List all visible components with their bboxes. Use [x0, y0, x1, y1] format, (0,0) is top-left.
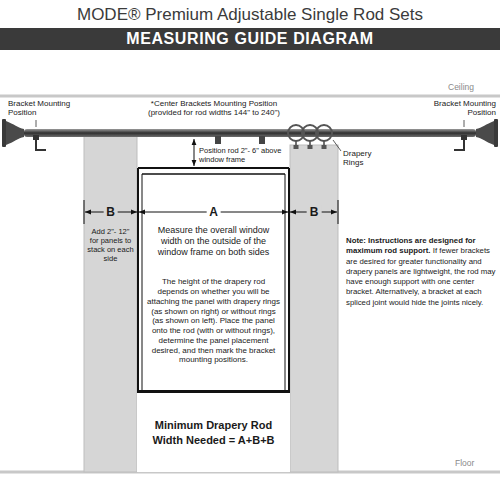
drapery-panel-zone: B Add 2"- 12" for panels to stack on each… [84, 131, 137, 472]
rod-end-right [454, 119, 498, 150]
dimension-tick [338, 200, 339, 224]
dimension-lines [84, 200, 338, 224]
rod-end-left [2, 119, 46, 150]
floor-label: Floor [455, 459, 497, 469]
drapery-ring [316, 125, 332, 141]
formula-text: Minimum Drapery Rod Width Needed = A+B+B [137, 418, 290, 447]
bracket-clip [461, 135, 467, 140]
ceiling-line [0, 95, 500, 98]
leader-line [333, 140, 341, 151]
drapery-panel [84, 131, 137, 472]
clip-jaw [322, 145, 327, 149]
finial [6, 121, 24, 145]
center-bracket-label: *Center Brackets Mounting Position (prov… [136, 99, 292, 117]
formula-box: Minimum Drapery Rod Width Needed = A+B+B [137, 390, 290, 472]
drapery-rings [288, 125, 332, 141]
ceiling-label: Ceiling [448, 83, 498, 93]
frame-line [285, 174, 286, 390]
finial-cap [2, 119, 6, 147]
rod-height-note: Position rod 2"- 6" above window frame [199, 147, 285, 164]
drapery-panel-zone: B [290, 145, 338, 472]
stack-note: Add 2"- 12" for panels to stack on each … [84, 227, 137, 263]
bracket-clip [33, 135, 39, 140]
drapery-panel [290, 145, 338, 472]
frame-line [142, 174, 143, 390]
clip-jaws [294, 145, 327, 149]
leader-line [36, 120, 37, 127]
clip-jaw [308, 145, 313, 149]
clip-jaw [294, 145, 299, 149]
height-arrow [194, 139, 195, 166]
dimension-letter: A [206, 205, 221, 219]
banner-heading: MEASURING GUIDE DIAGRAM [0, 28, 500, 50]
finial [476, 121, 494, 145]
frame-line [142, 173, 285, 175]
bracket-label: Bracket Mounting Position [8, 99, 82, 117]
window-frame-zone: A Measure the overall window width on the… [137, 168, 290, 472]
dimension-letter: B [103, 205, 118, 219]
frame-line [138, 167, 289, 169]
leader-line [464, 120, 465, 127]
measure-note: Measure the overall window width on the … [137, 225, 290, 257]
center-bracket [259, 136, 265, 144]
dimension-tick [84, 200, 85, 224]
center-bracket [215, 136, 221, 144]
window-frame [138, 168, 289, 472]
finial-cap [494, 119, 498, 147]
note-text: If fewer brackets are desired for greate… [346, 246, 496, 306]
title: MODE® Premium Adjustable Single Rod Sets [0, 5, 500, 25]
dimension-letter: B [307, 205, 322, 219]
rod-height-text: The height of the drapery rod depends on… [137, 277, 290, 365]
rings-label: Drapery Rings [343, 149, 393, 167]
note-block: Note: Instructions are designed for maxi… [346, 236, 496, 308]
bracket-label: Bracket Mounting Position [420, 99, 496, 117]
drapery-rod [24, 129, 476, 137]
